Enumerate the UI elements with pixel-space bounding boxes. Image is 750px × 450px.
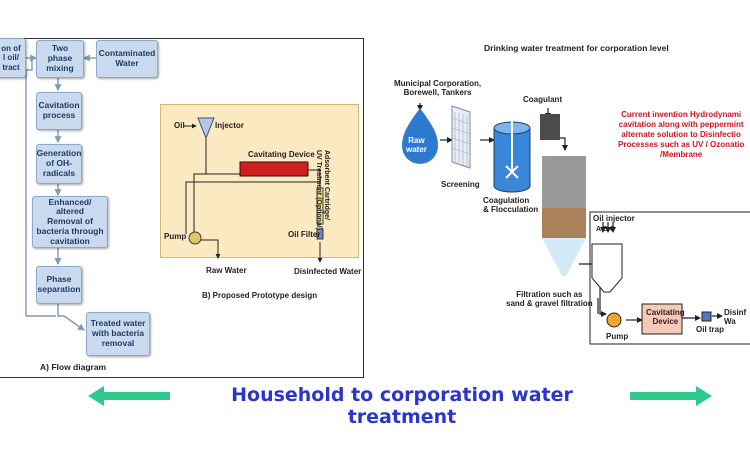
pump-circle [188,231,202,245]
flow-diagram-caption: A) Flow diagram [40,362,107,372]
disinfected-water-label: Disinfected Water [294,267,362,276]
banner-title: Household to corporation water treatment [231,384,573,428]
disinfected-cut-label: Disinf Wa [724,308,747,327]
coagulant-dispenser [540,114,560,140]
right-title: Drinking water treatment for corporation… [484,43,669,53]
right-pump-label: Pump [606,332,629,341]
right-cavitating-device [641,303,683,335]
raw-water-drop [402,108,438,164]
cavitating-device-bar [239,161,309,177]
enhanced-removal-box: Enhanced/ altered Removal of bacteria th… [32,196,108,248]
coagulation-label: Coagulation & Flocculation [483,196,539,215]
line-left-loop [25,58,56,317]
oil-trap-label: Oil trap [696,325,725,334]
cavitation-process-box: Cavitation process [36,92,82,130]
right-device-frame [589,211,750,345]
filtration-label: Filtration such as sand & gravel filtrat… [506,290,593,309]
raw-water-drop-label: Raw water [406,136,427,155]
contaminated-water-box: Contaminated Water [96,40,158,78]
cavitating-device-label: Cavitating Device [248,150,315,159]
arrow-separation-to-treated [57,304,85,331]
filtration-cone [542,238,586,276]
adsorbent-cartridge [316,187,324,225]
abc-label: A B C [596,226,615,233]
oil-filter-label: Oil Filter [288,230,321,239]
gravel-layer [542,156,586,208]
municipal-label: Municipal Corporation, Borewell, Tankers [394,79,482,98]
raw-water-label: Raw Water [206,266,247,275]
prototype-caption: B) Proposed Prototype design [202,291,318,300]
oil-trap-unit [701,311,712,322]
injector-cone [197,117,215,140]
cut-off-extract-box: on of l oil/ tract [0,38,26,78]
oil-injector-label: Oil injector [593,214,635,223]
coagulant-label: Coagulant [523,95,563,104]
flow-diagram-frame [0,38,364,378]
sand-layer [542,208,586,238]
phase-separation-box: Phase separation [36,266,82,304]
oil-filter-unit [316,228,324,240]
treated-water-box: Treated water with bacteria removal [86,312,150,356]
generation-oh-radicals-box: Generation of OH- radicals [36,144,82,184]
left-arrow-icon [88,386,170,406]
screening-grid [451,112,471,166]
two-phase-mixing-box: Two phase mixing [36,40,84,78]
right-pump [606,312,622,328]
right-cavitating-label: Cavitating Device [646,308,685,327]
oil-injector-tank [591,243,623,293]
right-arrow-icon [630,386,712,406]
screening-label: Screening [441,180,480,189]
injector-label: Injector [215,121,244,130]
pump-label: Pump [164,232,187,241]
oil-label: Oil [174,121,185,130]
invention-note: Current invention Hydrodynami cavitation… [618,110,745,159]
